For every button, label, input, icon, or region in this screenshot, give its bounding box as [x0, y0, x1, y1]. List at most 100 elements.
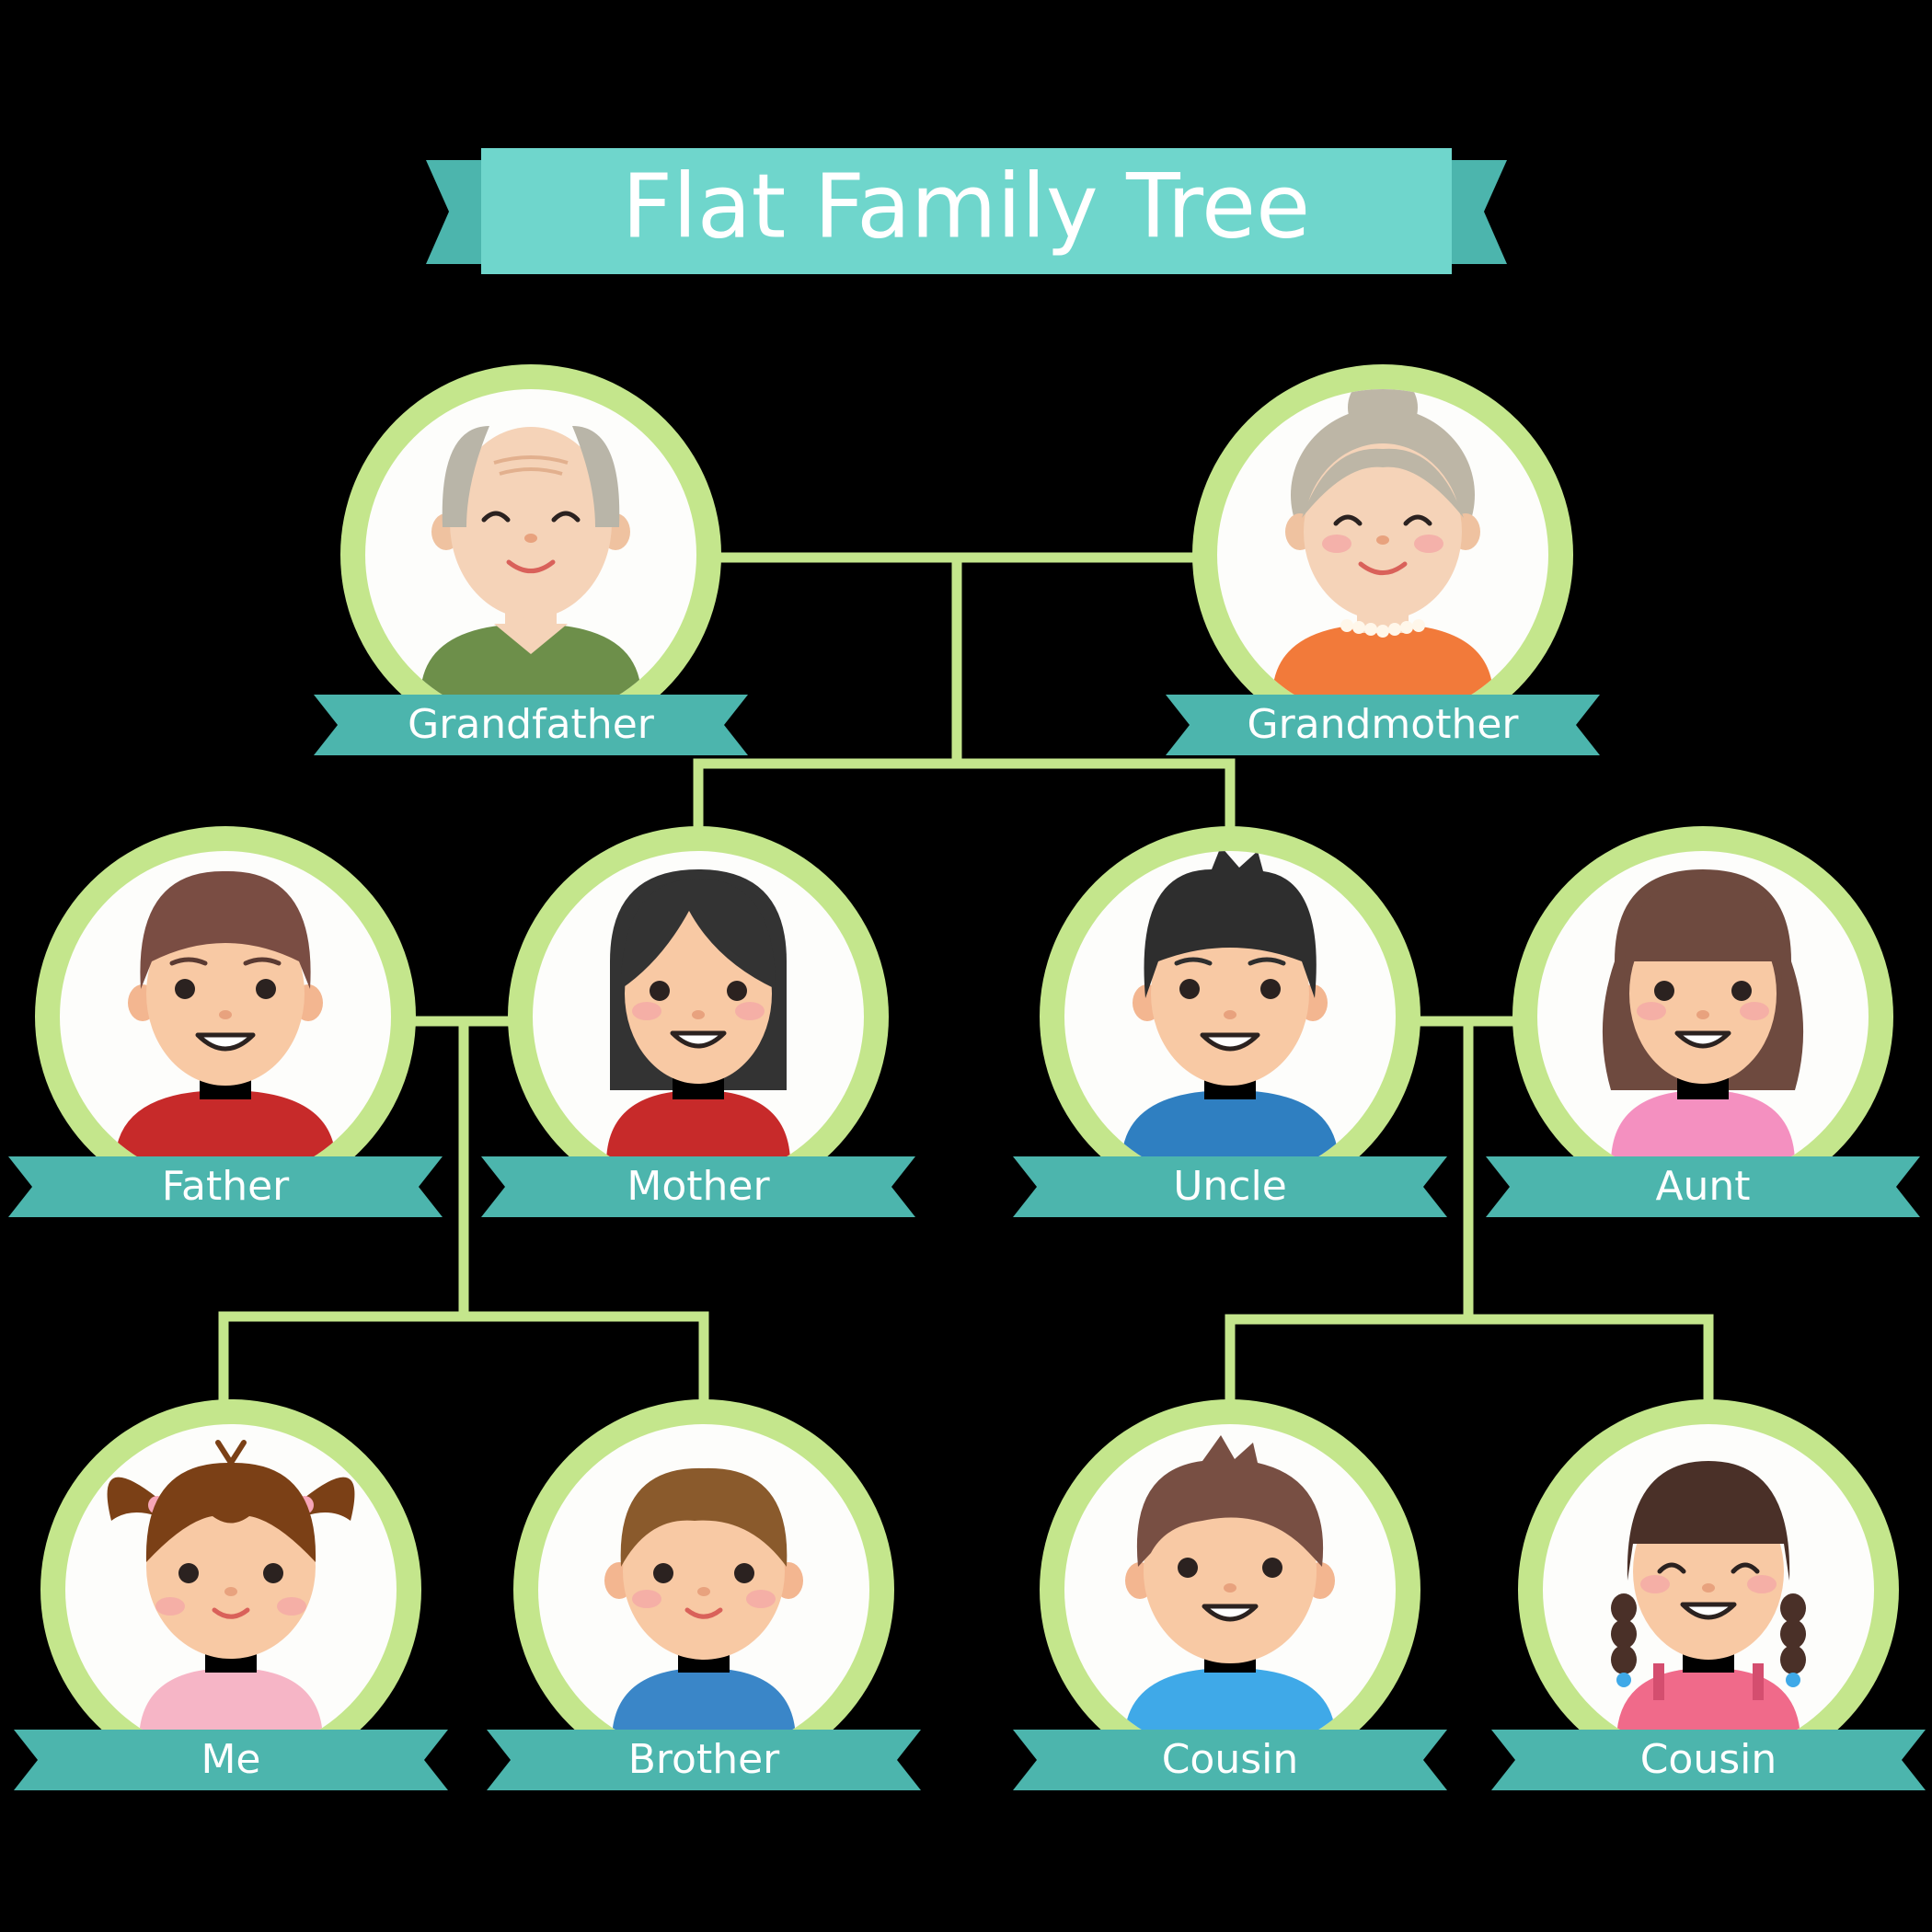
member-label: Father: [162, 1163, 290, 1210]
shirt: [1611, 1090, 1795, 1164]
ribbon-left-tail: [1013, 1730, 1077, 1790]
hair: [572, 426, 620, 527]
cousin-boy-avatar-icon: [1124, 1435, 1336, 1742]
hair: [1144, 851, 1317, 998]
mouth: [1202, 1604, 1259, 1622]
member-grandfather[interactable]: Grandfather: [314, 364, 748, 755]
member-aunt[interactable]: Aunt: [1486, 826, 1920, 1217]
connector-parents-children: [218, 1311, 709, 1409]
member-label-ribbon: Grandmother: [1166, 695, 1600, 755]
uncle-avatar-icon: [1121, 851, 1339, 1164]
member-grandmother[interactable]: Grandmother: [1166, 364, 1600, 755]
cheek: [632, 1002, 661, 1020]
grandfather-avatar-icon: [420, 426, 641, 697]
member-label-ribbon: Grandfather: [314, 695, 748, 755]
nose: [224, 1587, 237, 1596]
title-banner-right-tail: [1452, 160, 1507, 264]
ribbon-right-tail: [1861, 1730, 1926, 1790]
ribbon-left-tail: [8, 1156, 73, 1217]
eye: [551, 511, 581, 523]
ribbon-body: [73, 1156, 378, 1217]
mouth: [1680, 1602, 1737, 1620]
member-label: Aunt: [1655, 1163, 1750, 1210]
pearl-necklace: [1400, 621, 1413, 634]
member-label-ribbon: Father: [8, 1156, 443, 1217]
cheek: [746, 1590, 776, 1608]
overall-strap: [1753, 1663, 1764, 1700]
ribbon-left-tail: [14, 1730, 78, 1790]
eyebrows: [1174, 957, 1286, 966]
pigtail: [305, 1477, 355, 1521]
ribbon-left-tail: [1491, 1730, 1556, 1790]
mouth: [1674, 1030, 1731, 1049]
shirt: [1272, 624, 1493, 697]
overall-strap: [1653, 1663, 1664, 1700]
member-label-ribbon: Aunt: [1486, 1156, 1920, 1217]
cheek: [1322, 535, 1351, 553]
ribbon-right-tail: [684, 695, 748, 755]
hair-tie: [1786, 1673, 1800, 1687]
ribbon-left-tail: [481, 1156, 546, 1217]
braid: [1611, 1593, 1637, 1623]
member-label: Grandmother: [1247, 701, 1519, 748]
connector-lines: [218, 552, 1714, 1409]
ribbon-body: [378, 695, 684, 755]
member-father[interactable]: Father: [8, 826, 443, 1217]
hair-fringe: [621, 879, 776, 989]
ribbon-right-tail: [1383, 1730, 1447, 1790]
ribbon-left-tail: [1013, 1156, 1077, 1217]
nose: [524, 534, 537, 543]
eye: [1731, 981, 1752, 1001]
title-banner-body: [481, 148, 1452, 274]
hair: [145, 1462, 316, 1562]
member-label: Mother: [627, 1163, 770, 1210]
ribbon-right-tail: [384, 1730, 448, 1790]
member-me[interactable]: Me: [14, 1399, 448, 1790]
shirt: [606, 1090, 790, 1164]
cheek: [735, 1002, 765, 1020]
member-cousin1[interactable]: Cousin: [1013, 1399, 1447, 1790]
member-cousin2[interactable]: Cousin: [1491, 1399, 1926, 1790]
ribbon-body: [1556, 1730, 1861, 1790]
eye: [1333, 514, 1363, 526]
braid: [1780, 1645, 1806, 1674]
cheek: [1640, 1575, 1670, 1593]
eye: [263, 1563, 283, 1583]
ribbon-right-tail: [857, 1730, 921, 1790]
pearl-necklace: [1352, 621, 1365, 634]
member-label: Grandfather: [408, 701, 655, 748]
mouth: [506, 559, 556, 574]
ribbon-body: [546, 1156, 851, 1217]
eye: [256, 979, 276, 999]
nose: [1224, 1010, 1236, 1019]
eye: [1731, 1562, 1760, 1574]
member-label-ribbon: Cousin: [1013, 1730, 1447, 1790]
hair-fringe: [1624, 879, 1782, 980]
wrinkles: [493, 455, 569, 476]
shirt: [420, 624, 641, 697]
mouth: [684, 1607, 723, 1619]
ribbon-right-tail: [1383, 1156, 1447, 1217]
member-uncle[interactable]: Uncle: [1013, 826, 1447, 1217]
hair: [1136, 1435, 1324, 1567]
eye: [734, 1563, 754, 1583]
member-label-ribbon: Me: [14, 1730, 448, 1790]
eye: [1178, 1558, 1198, 1578]
pearl-necklace: [1340, 619, 1353, 632]
hair-tie: [1616, 1673, 1631, 1687]
connector-grandparents-children: [693, 758, 1236, 834]
eye: [727, 981, 747, 1001]
nose: [1376, 535, 1389, 545]
member-brother[interactable]: Brother: [487, 1399, 921, 1790]
member-label-ribbon: Brother: [487, 1730, 921, 1790]
ribbon-left-tail: [1486, 1156, 1550, 1217]
member-mother[interactable]: Mother: [481, 826, 915, 1217]
mouth: [1200, 1032, 1260, 1052]
mother-avatar-icon: [606, 869, 790, 1164]
cheek: [632, 1590, 661, 1608]
eye: [653, 1563, 673, 1583]
hair-fringe: [1302, 448, 1464, 518]
brother-avatar-icon: [604, 1467, 803, 1742]
hair: [140, 870, 311, 989]
